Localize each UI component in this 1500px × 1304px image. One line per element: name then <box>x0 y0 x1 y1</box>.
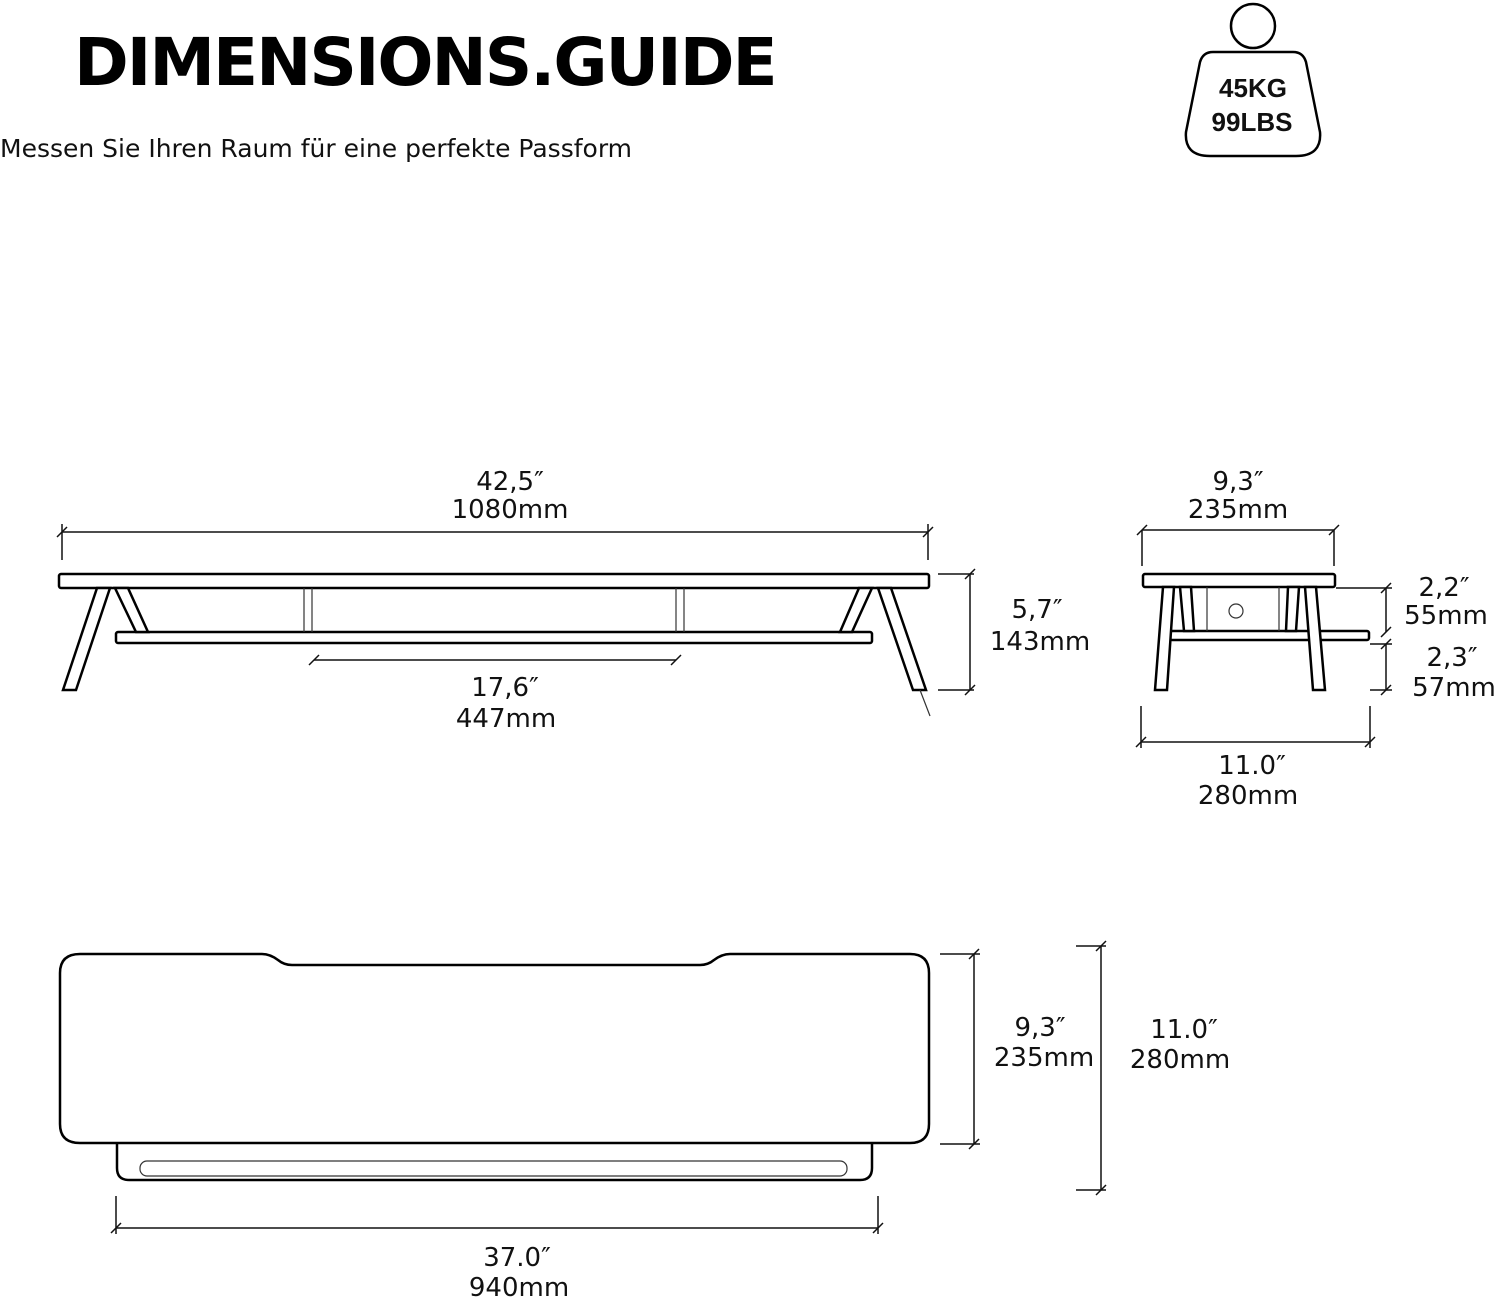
front-right-leg <box>876 586 928 692</box>
top-board-outline <box>58 952 931 1145</box>
weight-handle-icon <box>1229 2 1277 50</box>
side-lower-gap-mm: 57mm <box>1412 673 1496 703</box>
weight-lbs: 99LBS <box>1212 107 1293 137</box>
side-upper-gap-mm: 55mm <box>1404 601 1488 631</box>
side-top-depth-inch: 9,3″ <box>1212 467 1263 497</box>
front-height-mm: 143mm <box>990 627 1090 657</box>
side-cable-hole-icon <box>1228 603 1244 619</box>
side-total-depth-inch: 11.0″ <box>1218 751 1286 781</box>
side-upper-gap-inch: 2,2″ <box>1418 573 1469 603</box>
side-left-brace <box>1178 585 1196 633</box>
top-view: 9,3″ 235mm 11.0″ 280mm 37.0″ 940mm <box>58 940 1230 1303</box>
front-height-inch: 5,7″ <box>1011 595 1062 625</box>
front-width-inch: 42,5″ <box>476 467 544 497</box>
front-left-leg <box>61 586 112 692</box>
front-top-board <box>57 572 931 590</box>
front-width-mm: 1080mm <box>452 495 569 525</box>
side-left-leg <box>1153 585 1176 692</box>
side-lower-gap-inch: 2,3″ <box>1426 643 1477 673</box>
side-right-brace <box>1284 585 1301 633</box>
top-total-depth-mm: 280mm <box>1130 1045 1230 1075</box>
side-view: 9,3″ 235mm 2,2″ 55mm 2,3″ 57mm <box>1135 467 1496 811</box>
side-lower-shelf <box>1168 629 1371 642</box>
front-lower-shelf <box>114 630 874 645</box>
page-title: DIMENSIONS.GUIDE <box>74 24 778 101</box>
top-shelf-width-mm: 940mm <box>469 1273 569 1303</box>
top-shelf-groove <box>139 1160 848 1177</box>
front-shelf-width-inch: 17,6″ <box>471 673 539 703</box>
page-subtitle: Messen Sie Ihren Raum für eine perfekte … <box>0 134 633 163</box>
front-view: 42,5″ 1080mm 5,7″ 143mm 17,6″ 447mm <box>56 467 1090 734</box>
front-left-brace <box>113 586 150 634</box>
side-top-depth-mm: 235mm <box>1188 495 1288 525</box>
side-total-depth-mm: 280mm <box>1198 781 1298 811</box>
top-top-depth-inch: 9,3″ <box>1014 1013 1065 1043</box>
side-top-board <box>1141 572 1337 589</box>
side-right-leg <box>1303 585 1327 692</box>
top-total-depth-inch: 11.0″ <box>1150 1015 1218 1045</box>
weight-icon <box>1184 50 1322 158</box>
top-lower-shelf <box>115 1140 874 1182</box>
front-shelf-width-mm: 447mm <box>456 704 556 734</box>
top-shelf-width-inch: 37.0″ <box>483 1243 551 1273</box>
weight-kg: 45KG <box>1219 73 1287 103</box>
top-top-depth-mm: 235mm <box>994 1043 1094 1073</box>
front-right-brace <box>838 586 874 634</box>
weight-badge: 45KG 99LBS <box>1184 2 1322 158</box>
